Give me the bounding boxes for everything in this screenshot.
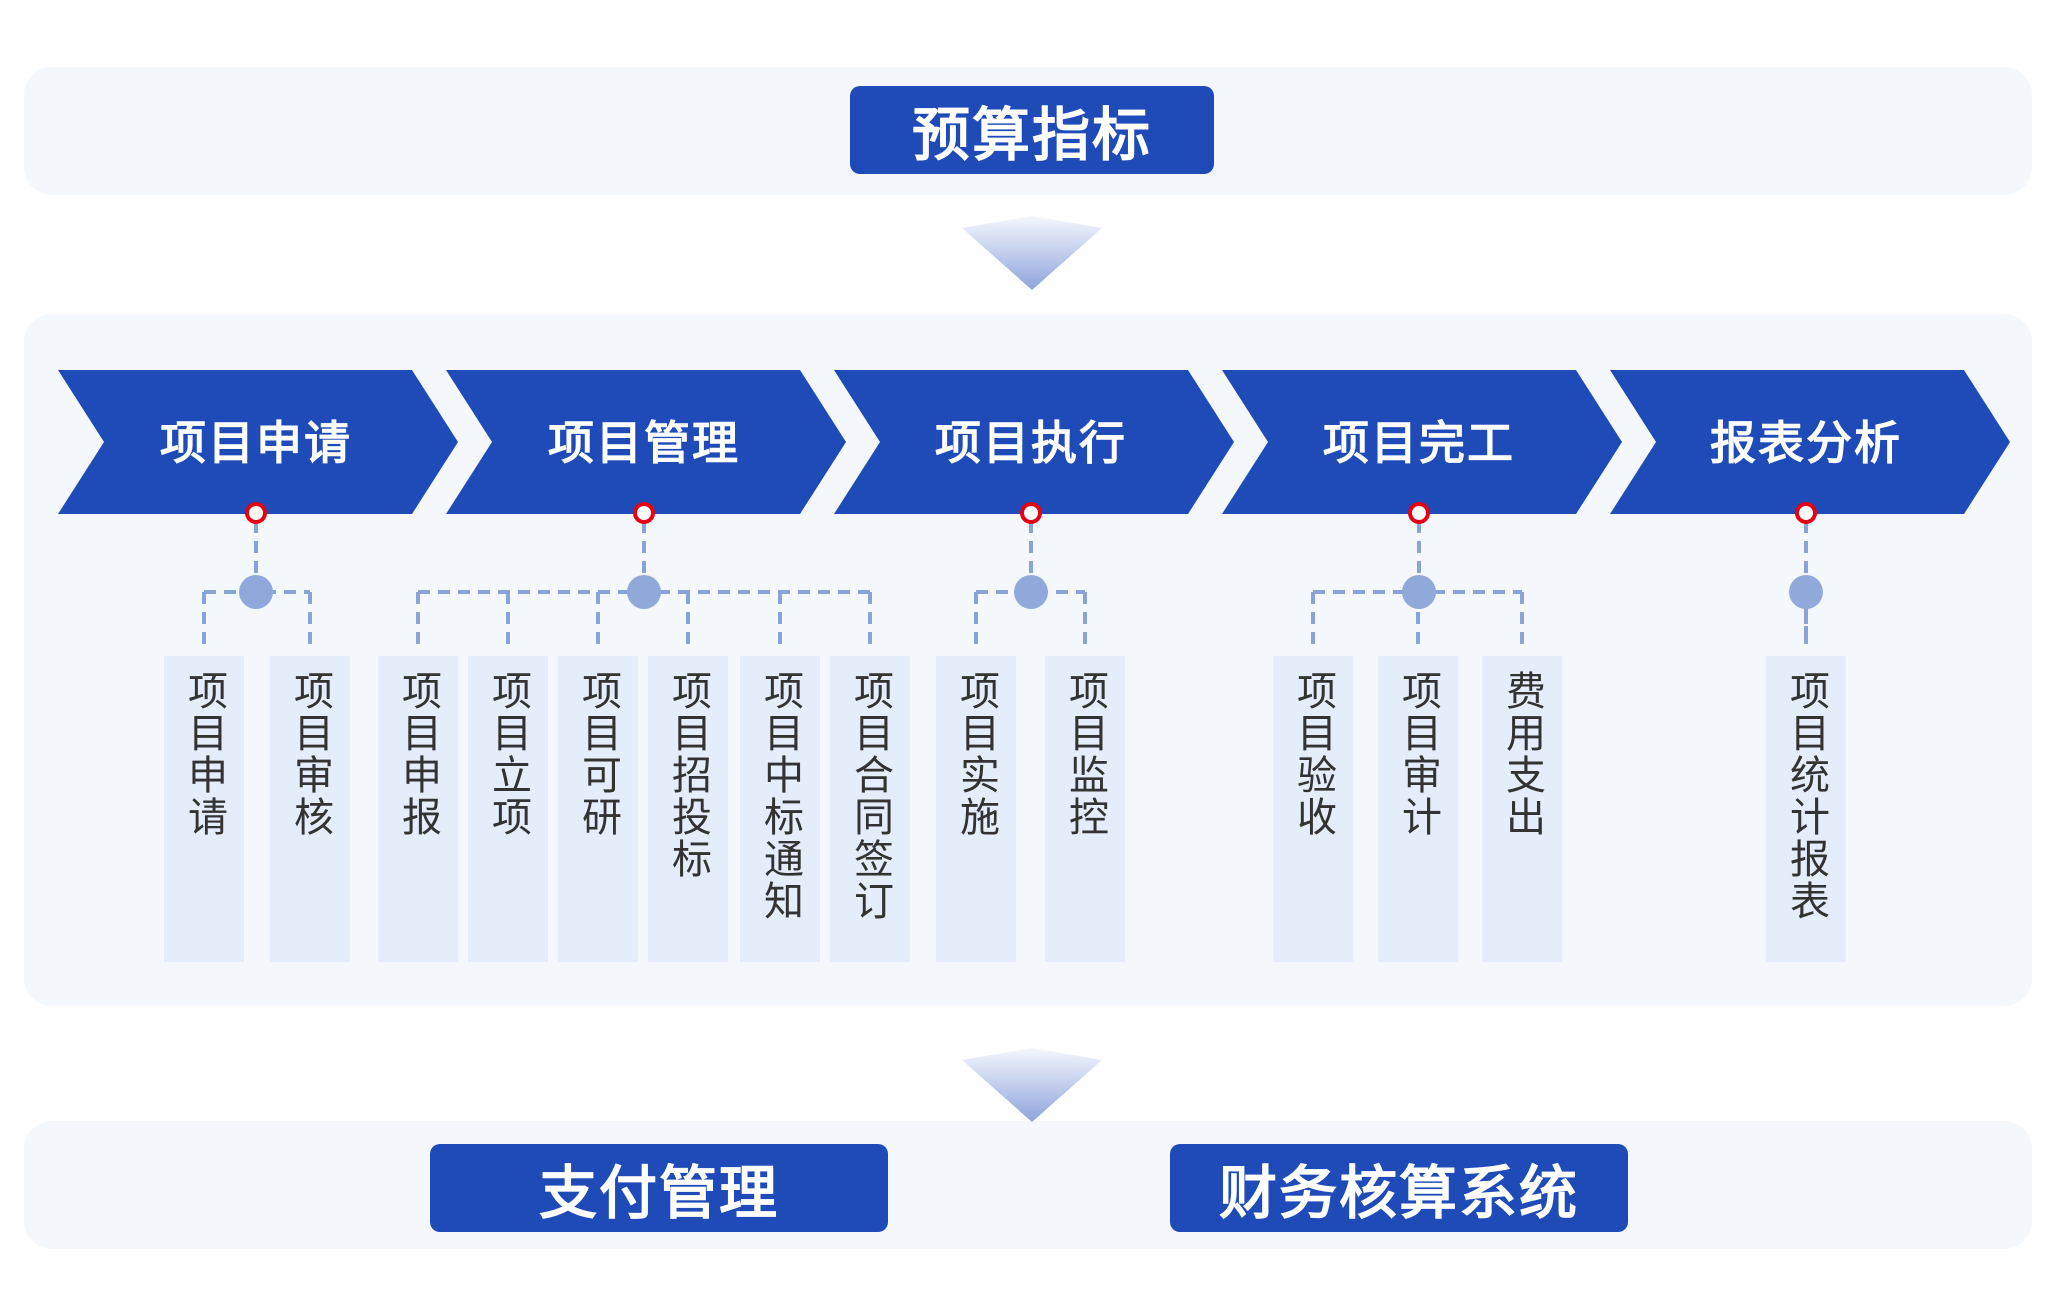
substep-label: 项目合同签订: [847, 670, 893, 922]
substep-label: 项目监控: [1062, 670, 1108, 838]
substep-box: 项目审计: [1378, 656, 1458, 962]
output-panel: [24, 1121, 2032, 1249]
substep-label: 项目实施: [953, 670, 999, 838]
substep-box: 项目中标通知: [740, 656, 820, 962]
down-arrow-icon: [962, 216, 1102, 290]
substep-box: 项目实施: [936, 656, 1016, 962]
substep-label: 项目审计: [1395, 670, 1441, 838]
stage-label-4: 项目完工: [1323, 416, 1515, 470]
substep-label: 项目申请: [181, 670, 227, 838]
stage-chevron-2: [446, 370, 846, 514]
substep-box: 项目审核: [270, 656, 350, 962]
substep-label: 费用支出: [1499, 670, 1545, 838]
financial-accounting-box: 财务核算系统: [1170, 1144, 1628, 1232]
substep-label: 项目验收: [1290, 670, 1336, 838]
stage-chevron-4: [1222, 370, 1622, 514]
substep-label: 项目可研: [575, 670, 621, 838]
substep-box: 项目统计报表: [1766, 656, 1846, 962]
stage-node: [1789, 575, 1823, 609]
stage-marker: [633, 502, 655, 524]
substep-label: 项目审核: [287, 670, 333, 838]
substep-box: 费用支出: [1482, 656, 1562, 962]
stage-chevron-1: [58, 370, 458, 514]
substep-box: 项目申报: [378, 656, 458, 962]
substep-label: 项目招投标: [665, 670, 711, 880]
stage-label-3: 项目执行: [935, 416, 1127, 470]
substep-box: 项目合同签订: [830, 656, 910, 962]
substep-label: 项目申报: [395, 670, 441, 838]
stage-marker: [1020, 502, 1042, 524]
substep-box: 项目可研: [558, 656, 638, 962]
stage-node: [239, 575, 273, 609]
stage-node: [1014, 575, 1048, 609]
substep-label: 项目立项: [485, 670, 531, 838]
stage-marker: [1408, 502, 1430, 524]
substep-label: 项目统计报表: [1783, 670, 1829, 922]
substep-box: 项目验收: [1273, 656, 1353, 962]
stage-chevron-5: [1610, 370, 2010, 514]
budget-indicator-box: 预算指标: [850, 86, 1214, 174]
stage-label-2: 项目管理: [548, 416, 740, 470]
substep-label: 项目中标通知: [757, 670, 803, 922]
substep-box: 项目监控: [1045, 656, 1125, 962]
substep-box: 项目申请: [164, 656, 244, 962]
stage-node: [1402, 575, 1436, 609]
down-arrow-icon: [962, 1048, 1102, 1122]
substep-box: 项目招投标: [648, 656, 728, 962]
stage-label-5: 报表分析: [1710, 416, 1902, 470]
stage-chevron-3: [834, 370, 1234, 514]
stage-marker: [245, 502, 267, 524]
stage-node: [627, 575, 661, 609]
substep-box: 项目立项: [468, 656, 548, 962]
stage-label-1: 项目申请: [160, 416, 352, 470]
payment-management-box: 支付管理: [430, 1144, 888, 1232]
stage-marker: [1795, 502, 1817, 524]
